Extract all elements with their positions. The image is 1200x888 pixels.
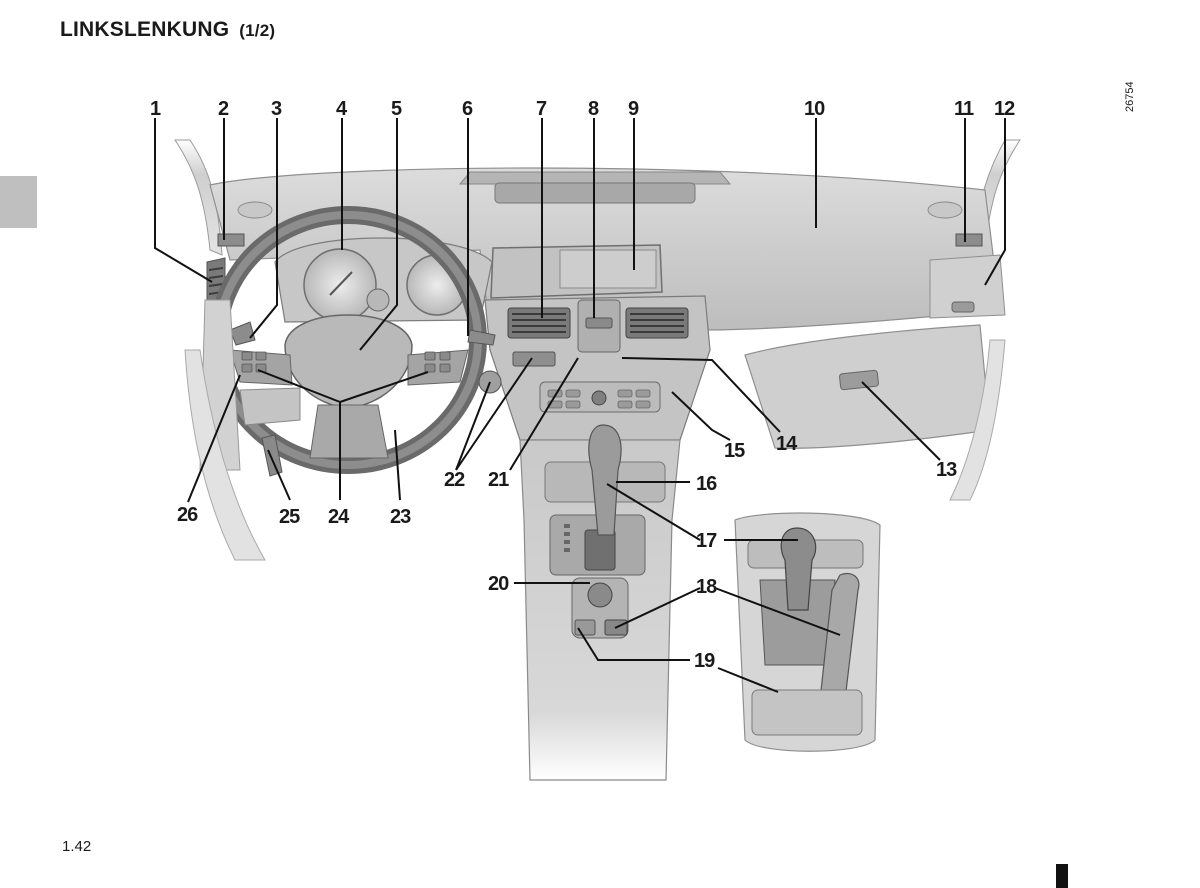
audio-knob xyxy=(591,390,607,406)
left-a-pillar xyxy=(174,139,223,256)
callout-11: 11 xyxy=(954,98,974,120)
callout-12: 12 xyxy=(994,98,1015,120)
bonnet-release xyxy=(261,434,283,477)
callout-4: 4 xyxy=(336,98,347,120)
callout-9: 9 xyxy=(628,98,639,120)
callout-2: 2 xyxy=(218,98,229,120)
callout-5: 5 xyxy=(391,98,402,120)
callout-8: 8 xyxy=(588,98,599,120)
steering-lower-spoke xyxy=(309,404,389,459)
right-dash-end xyxy=(929,254,1006,319)
page-title-main: LINKSLENKUNG xyxy=(60,18,230,41)
multimedia-controller-knob xyxy=(587,582,613,608)
left-defog-vent xyxy=(217,233,245,247)
leader-23 xyxy=(394,429,401,501)
leader-24 xyxy=(257,369,429,500)
callout-15: 15 xyxy=(724,440,745,462)
page-title: LINKSLENKUNG (1/2) xyxy=(60,18,275,42)
right-stalk xyxy=(467,329,496,346)
leader-3 xyxy=(249,118,278,339)
leader-5 xyxy=(359,118,398,351)
callout-21: 21 xyxy=(488,469,509,491)
centre-small-display xyxy=(512,351,556,367)
inset-lower-tray xyxy=(751,689,863,736)
callout-24: 24 xyxy=(328,506,349,528)
callout-20: 20 xyxy=(488,573,509,595)
hazard-button xyxy=(585,317,613,329)
callout-3: 3 xyxy=(271,98,282,120)
callout-10: 10 xyxy=(804,98,825,120)
centre-left-vent xyxy=(507,307,571,339)
callout-22: 22 xyxy=(444,469,465,491)
leader-12 xyxy=(984,118,1006,286)
knee-panel xyxy=(239,387,301,426)
right-door-pillar xyxy=(949,339,1006,501)
callout-26: 26 xyxy=(177,504,198,526)
right-defog-vent xyxy=(955,233,983,247)
leader-26 xyxy=(187,374,241,503)
right-speaker xyxy=(927,201,963,219)
callout-16: 16 xyxy=(696,473,717,495)
steering-right-spoke xyxy=(407,349,469,386)
callout-1: 1 xyxy=(150,98,161,120)
callout-25: 25 xyxy=(279,506,300,528)
callout-13: 13 xyxy=(936,459,957,481)
callout-6: 6 xyxy=(462,98,473,120)
steering-hub xyxy=(284,314,413,409)
glovebox-handle xyxy=(839,369,879,391)
leader-18 xyxy=(614,587,841,636)
leader-14 xyxy=(621,357,781,433)
left-stalk xyxy=(229,321,256,346)
callout-17: 17 xyxy=(696,530,717,552)
callout-23: 23 xyxy=(390,506,411,528)
manual-gear-knob xyxy=(780,527,817,611)
leader-22 xyxy=(455,357,533,471)
leader-21 xyxy=(509,357,579,471)
callout-leaders xyxy=(154,118,1006,693)
leader-17 xyxy=(606,483,798,541)
fuel-gauge xyxy=(366,288,390,312)
callout-7: 7 xyxy=(536,98,547,120)
console-switch xyxy=(574,619,596,636)
screen-inner xyxy=(559,249,657,289)
automatic-gear-lever xyxy=(588,424,622,536)
right-switch xyxy=(951,301,975,313)
leader-13 xyxy=(861,381,941,461)
callout-14: 14 xyxy=(776,433,797,455)
callout-18: 18 xyxy=(696,576,717,598)
leader-25 xyxy=(267,449,291,501)
left-door-pillar xyxy=(184,349,266,561)
chapter-tab xyxy=(0,176,37,228)
left-speaker xyxy=(237,201,273,219)
leader-15 xyxy=(671,391,731,441)
leader-1 xyxy=(154,118,213,283)
callout-19: 19 xyxy=(694,650,715,672)
page-title-part: (1/2) xyxy=(239,21,276,40)
page-number: 1.42 xyxy=(62,838,92,855)
gear-slot xyxy=(584,529,616,571)
page-edge-marker xyxy=(1056,864,1068,888)
leader-19 xyxy=(577,627,779,693)
speedometer-needle xyxy=(329,271,353,296)
centre-right-vent xyxy=(625,307,689,339)
